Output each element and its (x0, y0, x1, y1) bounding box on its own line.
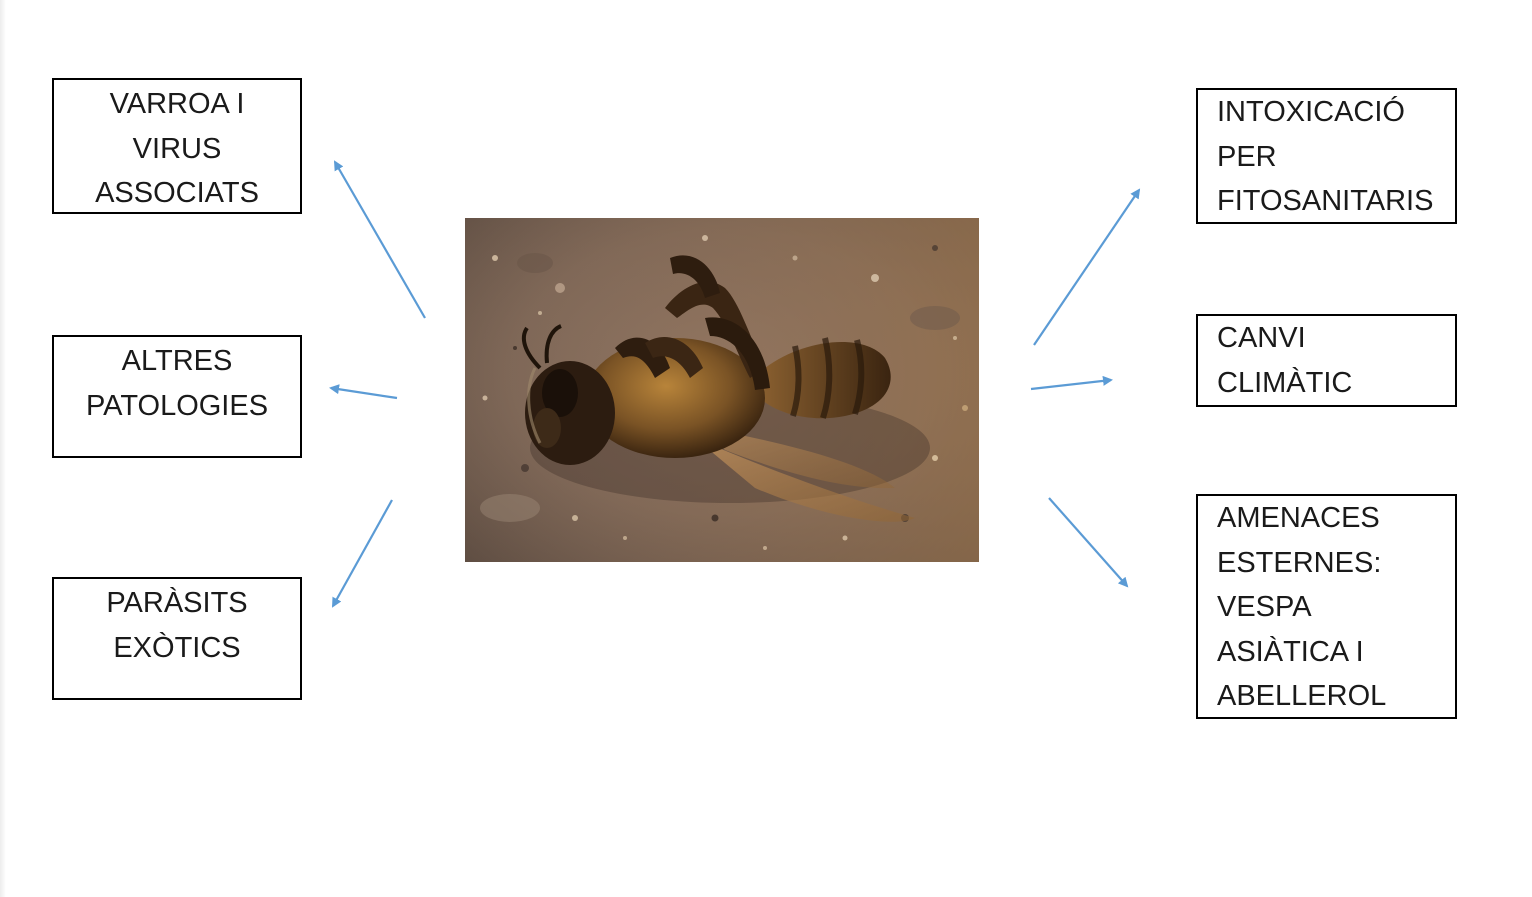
arrow-to-intoxicacio (1034, 190, 1139, 345)
arrow-to-altres (331, 388, 397, 398)
arrow-to-parasits (333, 500, 392, 606)
arrow-to-canvi (1031, 380, 1111, 389)
arrow-to-amenaces (1049, 498, 1127, 586)
arrow-to-varroa (335, 162, 425, 318)
